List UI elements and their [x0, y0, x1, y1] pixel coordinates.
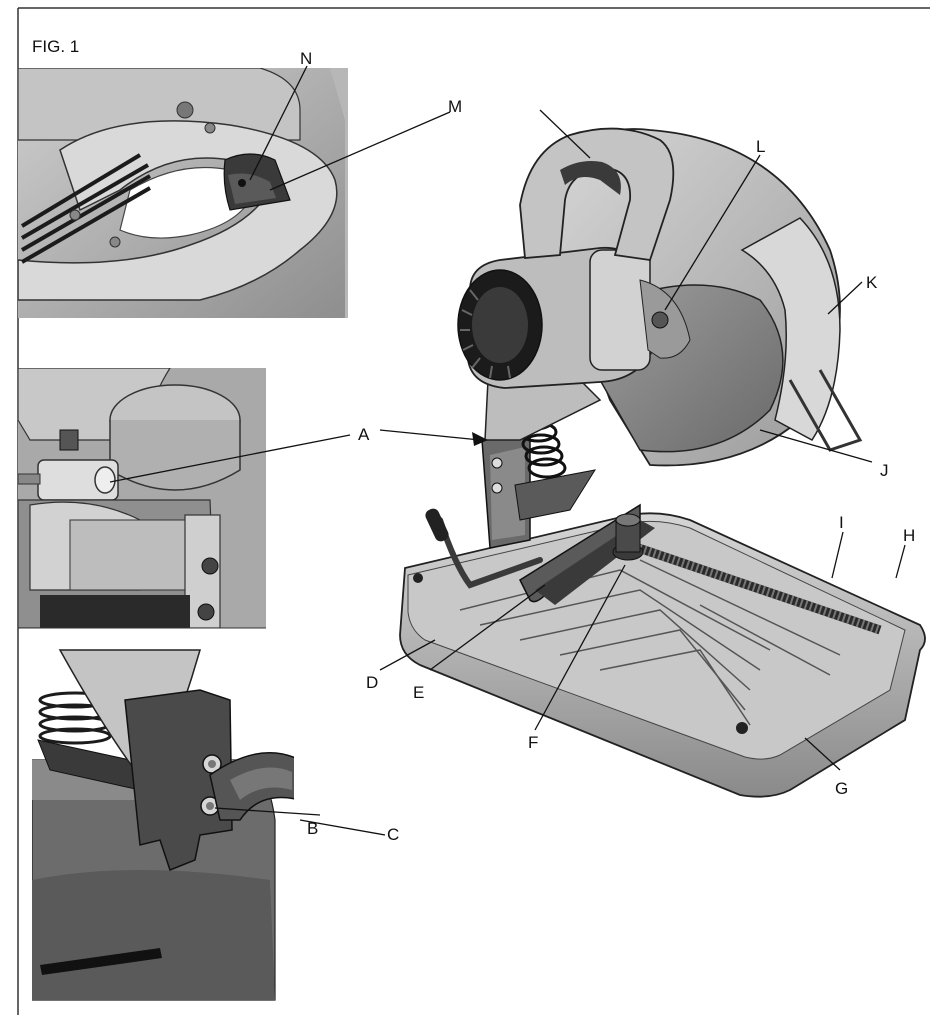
- chop-saw-main-view: [399, 127, 926, 798]
- callout-k: K: [866, 273, 878, 292]
- callout-l: L: [756, 137, 765, 156]
- inset-handle-detail: [18, 68, 348, 318]
- base-ribs: [459, 559, 841, 726]
- callout-b: B: [307, 819, 318, 838]
- callout-d: D: [366, 673, 378, 692]
- callout-i: I: [839, 513, 844, 532]
- callout-e: E: [413, 683, 424, 702]
- inset-spindle-lock-detail: [18, 368, 266, 628]
- vise-lead-screw: [628, 540, 882, 635]
- callout-j: J: [880, 461, 889, 480]
- lock-off-button: [238, 179, 246, 187]
- arrow-head-a: [472, 432, 488, 446]
- callout-letters: N M L K A J I H D E F G B C: [300, 49, 915, 844]
- callout-m: M: [448, 97, 462, 116]
- inset-depth-stop-detail: [32, 648, 294, 1010]
- motor-end-cap: [457, 269, 543, 381]
- callout-n: N: [300, 49, 312, 68]
- callout-h: H: [903, 526, 915, 545]
- callout-f: F: [528, 733, 538, 752]
- callout-a: A: [358, 425, 370, 444]
- grip-stripes: [20, 153, 152, 264]
- figure-title: FIG. 1: [32, 37, 79, 56]
- callout-leaders: [109, 65, 906, 836]
- callout-c: C: [387, 825, 399, 844]
- callout-g: G: [835, 779, 848, 798]
